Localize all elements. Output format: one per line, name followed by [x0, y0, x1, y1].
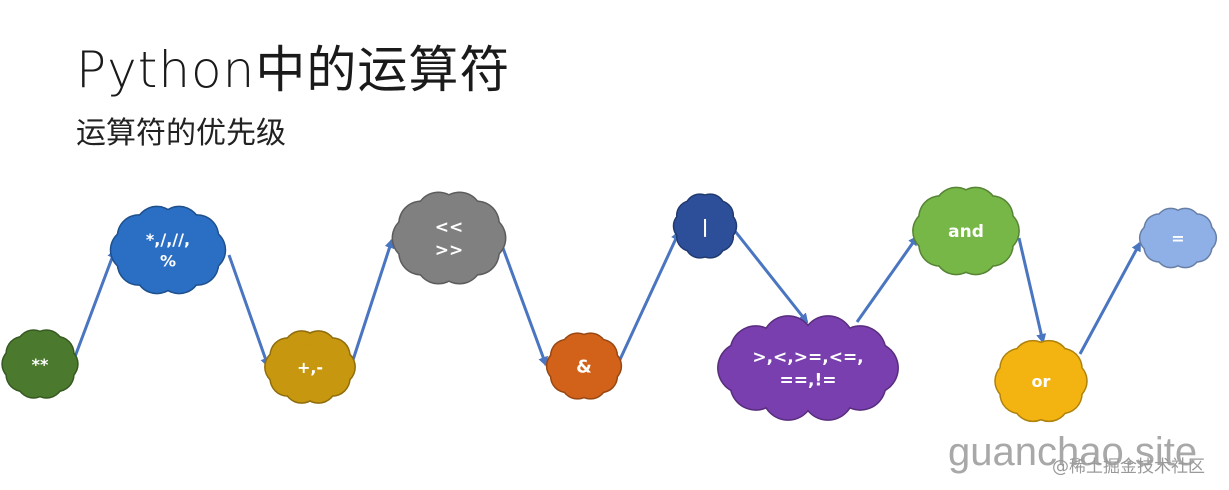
arrow-5: [615, 230, 681, 367]
arrow-6: [729, 225, 809, 324]
cloud-node-9: or: [994, 339, 1088, 423]
arrow-2: [227, 254, 271, 368]
arrow-4: [498, 239, 548, 367]
cloud-node-4: << >>: [391, 191, 507, 285]
cloud-node-3: +,-: [264, 330, 356, 404]
cloud-node-10: =: [1138, 207, 1218, 269]
cloud-node-7: >,<,>=,<=, ==,!=: [717, 315, 899, 421]
cloud-node-2: *,/,//,%: [109, 205, 227, 295]
arrow-1: [71, 248, 117, 363]
arrow-8: [1017, 237, 1047, 344]
cloud-node-3-label: +,-: [297, 358, 323, 377]
arrow-7: [855, 235, 919, 323]
watermark: guanchao.site: [948, 430, 1198, 474]
cloud-node-4-label: >>: [435, 241, 464, 261]
arrow-9: [1078, 241, 1142, 355]
cloud-node-2-label: *,/,//,: [146, 230, 190, 249]
cloud-node-2-label: %: [160, 252, 176, 271]
cloud-node-8: and: [912, 186, 1020, 276]
cloud-node-10-label: =: [1171, 229, 1184, 248]
arrow-3: [350, 238, 395, 364]
cloud-node-1: **: [1, 329, 79, 399]
cloud-node-5: &: [545, 332, 623, 400]
cloud-node-6-label: |: [702, 216, 709, 237]
cloud-node-5-label: &: [576, 356, 592, 377]
cloud-node-6: |: [672, 193, 738, 259]
cloud-node-7-label: ==,!=: [780, 371, 837, 391]
watermark-secondary: @稀土掘金技术社区: [1052, 457, 1205, 477]
cloud-node-7-label: >,<,>=,<=,: [752, 348, 863, 368]
cloud-node-4-label: <<: [435, 218, 464, 238]
cloud-node-1-label: **: [32, 355, 49, 374]
cloud-node-8-label: and: [948, 222, 984, 242]
cloud-node-9-label: or: [1032, 372, 1051, 391]
page-subtitle: 运算符的优先级: [76, 116, 286, 151]
page-title: Python中的运算符: [76, 41, 511, 99]
